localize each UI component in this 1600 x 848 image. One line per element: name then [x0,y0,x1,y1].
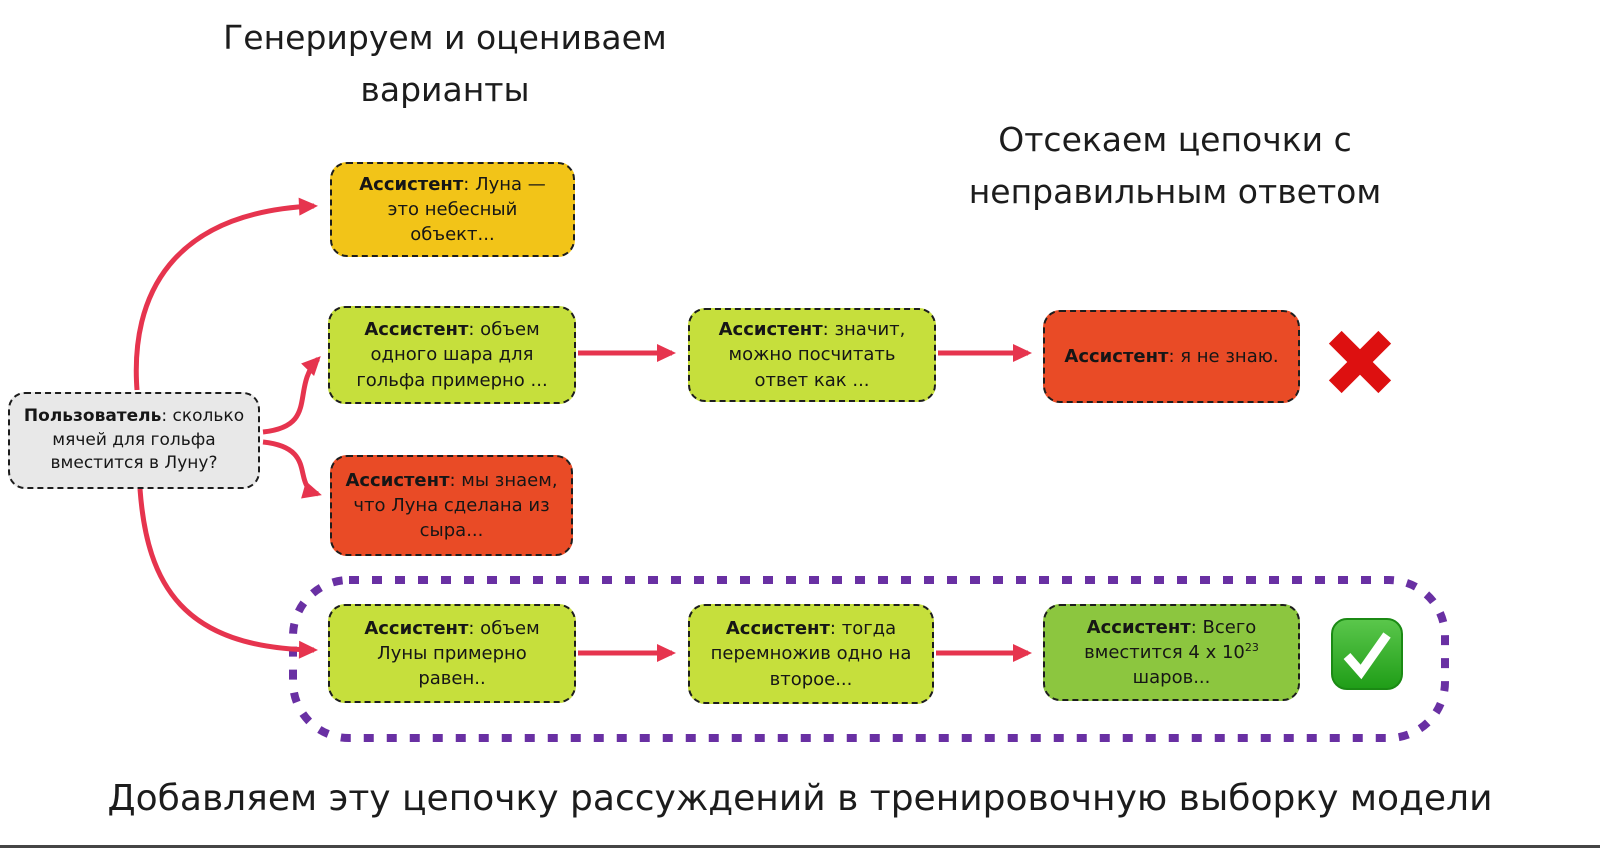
speaker-label: Ассистент [725,618,830,640]
node-chain1-step1: Ассистент: объем одного шара для гольфа … [328,306,576,404]
message-text: : Всего вместится 4 x 10 [1084,616,1257,663]
speaker-label: Пользователь [23,405,162,426]
node-user-question: Пользователь: сколько мячей для гольфа в… [8,392,260,489]
node-chain1-final-wrong: Ассистент: я не знаю. [1043,310,1300,403]
arrow-paths [133,197,1032,662]
node-chain2-final-text: Ассистент: Всего вместится 4 x 1023 шаро… [1058,615,1285,691]
message-text: : Луна — это небесный объект... [387,173,546,246]
title-prune-wrong-chains: Отсекаем цепочки с неправильным ответом [968,120,1382,212]
node-chain1-step1-text: Ассистент: объем одного шара для гольфа … [343,317,561,393]
caption-add-to-training-set: Добавляем эту цепочку рассуждений в трен… [107,778,1493,819]
node-cheese: Ассистент: мы знаем, что Луна сделана из… [330,455,573,556]
speaker-label: Ассистент [1064,345,1169,367]
arrow-user-to-moon-object [133,197,318,391]
node-user-text: Пользователь: сколько мячей для гольфа в… [23,405,245,476]
node-cheese-text: Ассистент: мы знаем, что Луна сделана из… [345,468,558,544]
speaker-label: Ассистент [718,319,823,341]
speaker-label: Ассистент [345,469,450,491]
message-text: : объем Луны примерно равен.. [377,617,540,690]
speaker-label: Ассистент [364,617,469,639]
title-generate-variants: Генерируем и оцениваем варианты [223,18,667,110]
message-text: : я не знаю. [1168,345,1279,367]
speaker-label: Ассистент [1086,616,1191,638]
check-mark-icon [1331,618,1403,690]
node-chain1-final-text: Ассистент: я не знаю. [1064,344,1278,369]
exponent-text: 23 [1244,640,1259,654]
node-chain2-step1: Ассистент: объем Луны примерно равен.. [328,604,576,703]
speaker-label: Ассистент [364,319,469,341]
node-chain1-step2: Ассистент: значит, можно посчитать ответ… [688,308,936,402]
node-moon-object: Ассистент: Луна — это небесный объект... [330,162,575,257]
node-chain2-final-correct: Ассистент: Всего вместится 4 x 1023 шаро… [1043,604,1300,701]
message-text: : мы знаем, что Луна сделана из сыра... [353,469,558,542]
message-text-tail: шаров... [1132,667,1211,689]
arrow-user-to-chain2 [137,488,318,659]
cross-mark-icon [1328,330,1392,394]
message-text: : тогда перемножив одно на второе... [710,618,912,690]
node-chain2-step2: Ассистент: тогда перемножив одно на втор… [688,604,934,704]
node-chain1-step2-text: Ассистент: значит, можно посчитать ответ… [703,317,921,393]
node-chain2-step2-text: Ассистент: тогда перемножив одно на втор… [703,616,919,692]
bottom-edge-bar [0,845,1600,848]
message-text: : сколько мячей для гольфа вместится в Л… [50,405,245,474]
arrow-user-to-cheese [262,439,322,499]
message-text: : объем одного шара для гольфа примерно … [356,319,548,391]
speaker-label: Ассистент [359,173,464,195]
node-moon-object-text: Ассистент: Луна — это небесный объект... [345,172,560,248]
arrow-user-to-chain1 [262,356,321,435]
node-chain2-step1-text: Ассистент: объем Луны примерно равен.. [343,616,561,692]
message-text: : значит, можно посчитать ответ как ... [728,319,906,391]
